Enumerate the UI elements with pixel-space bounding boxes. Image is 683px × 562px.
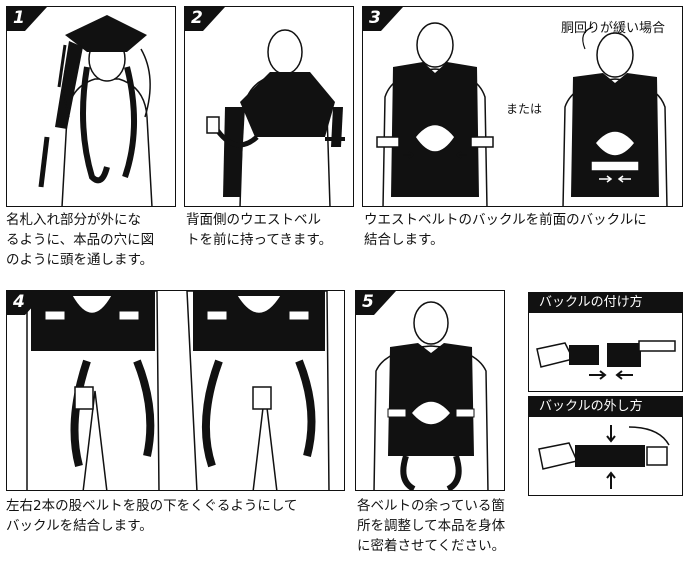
buckle-attach-title: バックルの付け方 bbox=[529, 293, 682, 313]
step-number: 1 bbox=[13, 8, 25, 28]
caption-line: バックルを結合します。 bbox=[6, 518, 153, 534]
step-2-illustration bbox=[206, 29, 345, 206]
caption-line: 各ベルトの余っている箇 bbox=[357, 498, 505, 514]
step-1-caption: 名札入れ部分が外にな るように、本品の穴に図 のように頭を通します。 bbox=[6, 210, 178, 270]
caption-line: ウエストベルトのバックルを前面のバックルに bbox=[364, 212, 647, 228]
step-number: 3 bbox=[369, 8, 381, 28]
step-5-caption: 各ベルトの余っている箇 所を調整して本品を身体 に密着させてください。 bbox=[357, 496, 527, 556]
caption-line: 結合します。 bbox=[364, 232, 444, 248]
caption-line: 背面側のウエストベル bbox=[186, 212, 321, 228]
step-number: 4 bbox=[13, 292, 25, 312]
caption-line: に密着させてください。 bbox=[357, 538, 506, 554]
step-3-caption: ウエストベルトのバックルを前面のバックルに 結合します。 bbox=[364, 210, 683, 250]
caption-line: 左右2本の股ベルトを股の下をくぐるようにして bbox=[6, 498, 298, 514]
step-1-panel: 1 bbox=[6, 6, 176, 207]
buckle-detach-panel: バックルの外し方 bbox=[528, 396, 683, 496]
step-2-panel: 2 bbox=[184, 6, 354, 207]
step-4-panel: 4 bbox=[6, 290, 345, 491]
step-4-illustration bbox=[26, 291, 330, 490]
step-1-illustration bbox=[38, 15, 153, 206]
step-5-panel: 5 bbox=[355, 290, 505, 491]
step-number: 2 bbox=[191, 8, 203, 28]
step-3-illustration bbox=[376, 22, 668, 206]
buckle-detach-illustration bbox=[538, 425, 670, 489]
step-4-caption: 左右2本の股ベルトを股の下をくぐるようにして バックルを結合します。 bbox=[6, 496, 348, 536]
step-3-panel: 胴回りが緩い場合 または 3 bbox=[362, 6, 683, 207]
step-2-caption: 背面側のウエストベル トを前に持ってきます。 bbox=[186, 210, 356, 250]
buckle-detach-title: バックルの外し方 bbox=[529, 397, 682, 417]
caption-line: 所を調整して本品を身体 bbox=[357, 518, 506, 534]
step-5-illustration bbox=[373, 301, 489, 490]
loose-waist-label: 胴回りが緩い場合 bbox=[561, 21, 666, 36]
buckle-attach-illustration bbox=[536, 340, 676, 380]
caption-line: るように、本品の穴に図 bbox=[6, 232, 155, 248]
caption-line: 名札入れ部分が外にな bbox=[6, 212, 141, 228]
caption-line: トを前に持ってきます。 bbox=[186, 232, 333, 248]
buckle-attach-panel: バックルの付け方 bbox=[528, 292, 683, 392]
or-label: または bbox=[506, 102, 543, 116]
step-number: 5 bbox=[362, 292, 374, 312]
caption-line: のように頭を通します。 bbox=[6, 252, 154, 268]
